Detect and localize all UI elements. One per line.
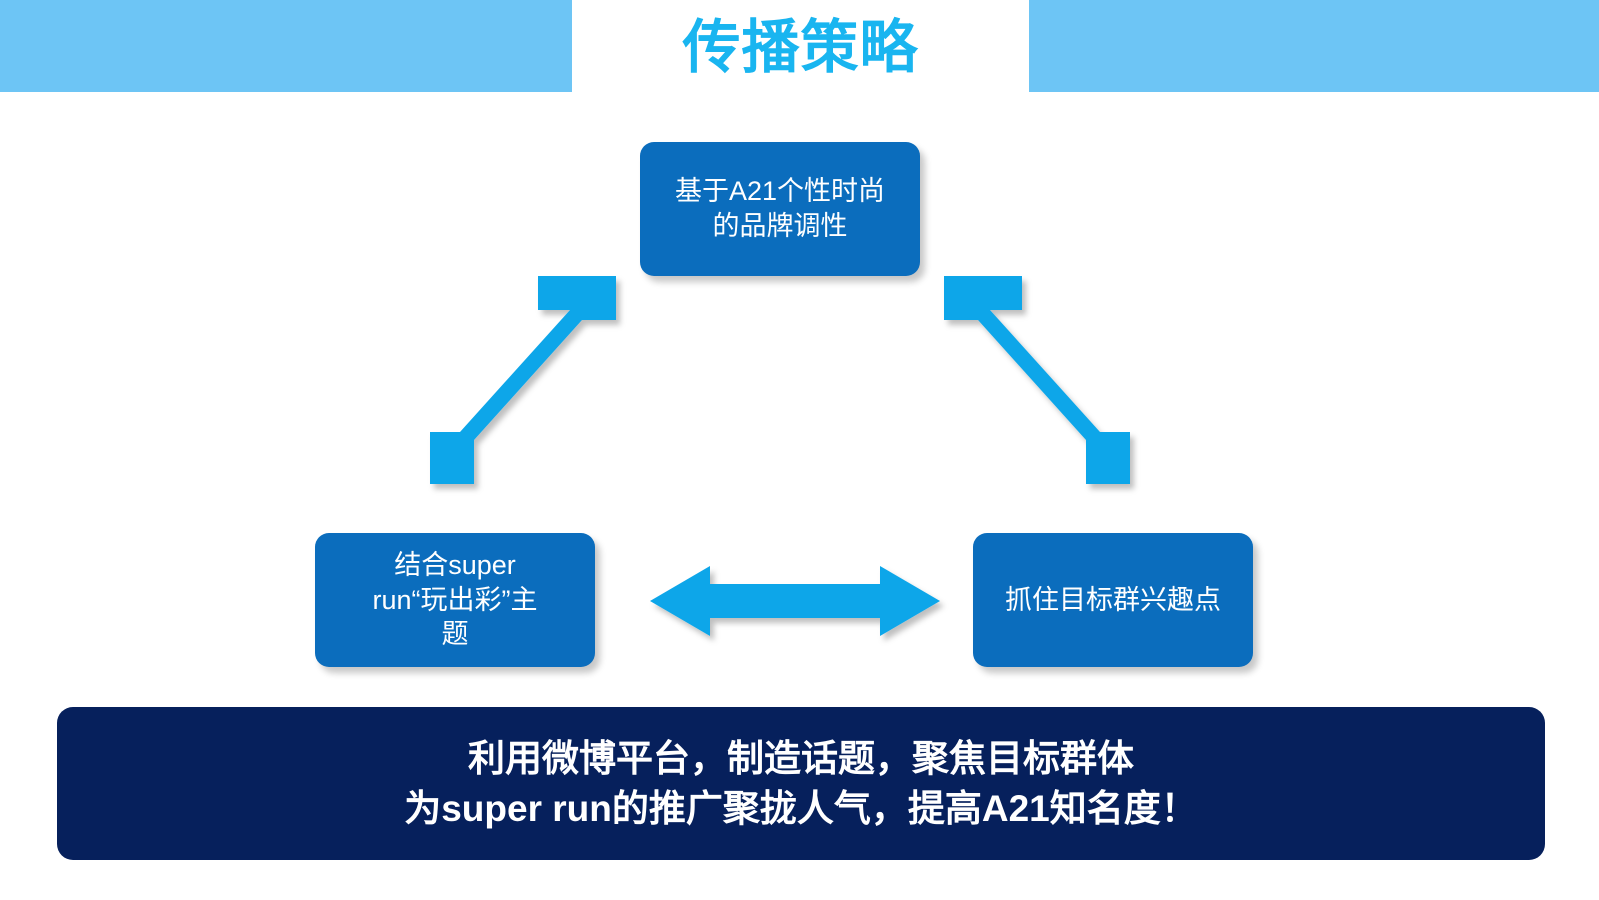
node-brand-tone-text: 基于A21个性时尚 的品牌调性 — [675, 174, 885, 243]
node-brand-tone-line-2: 的品牌调性 — [712, 211, 848, 241]
slide-title: 传播策略 — [682, 15, 919, 80]
arrow-horizontal-icon — [650, 566, 940, 636]
node-super-run-theme[interactable]: 结合super run“玩出彩”主 题 — [315, 533, 595, 667]
summary-banner-line-2: 为super run的推广聚拢人气，提高A21知名度！ — [404, 787, 1198, 829]
summary-banner-line-1: 利用微博平台，制造话题，聚焦目标群体 — [468, 737, 1134, 779]
node-target-interest-line-1: 抓住目标群兴趣点 — [1005, 584, 1221, 615]
node-super-run-theme-line-2: run“玩出彩”主 — [372, 584, 538, 615]
node-super-run-theme-line-3: 题 — [441, 619, 469, 650]
node-super-run-theme-text: 结合super run“玩出彩”主 题 — [372, 548, 537, 652]
node-brand-tone[interactable]: 基于A21个性时尚 的品牌调性 — [640, 142, 920, 276]
title-backdrop — [572, 0, 1029, 92]
arrow-right-diagonal-icon — [944, 276, 1130, 484]
node-super-run-theme-line-1: 结合super — [394, 550, 516, 581]
node-target-interest[interactable]: 抓住目标群兴趣点 — [973, 533, 1253, 667]
arrow-left-diagonal-icon — [430, 276, 616, 484]
header-band-left — [0, 0, 572, 92]
summary-banner: 利用微博平台，制造话题，聚焦目标群体 为super run的推广聚拢人气，提高A… — [57, 707, 1545, 860]
node-target-interest-text: 抓住目标群兴趣点 — [1005, 583, 1221, 618]
header-band-right — [1029, 0, 1599, 92]
node-brand-tone-line-1: 基于A21个性时尚 — [674, 176, 886, 207]
